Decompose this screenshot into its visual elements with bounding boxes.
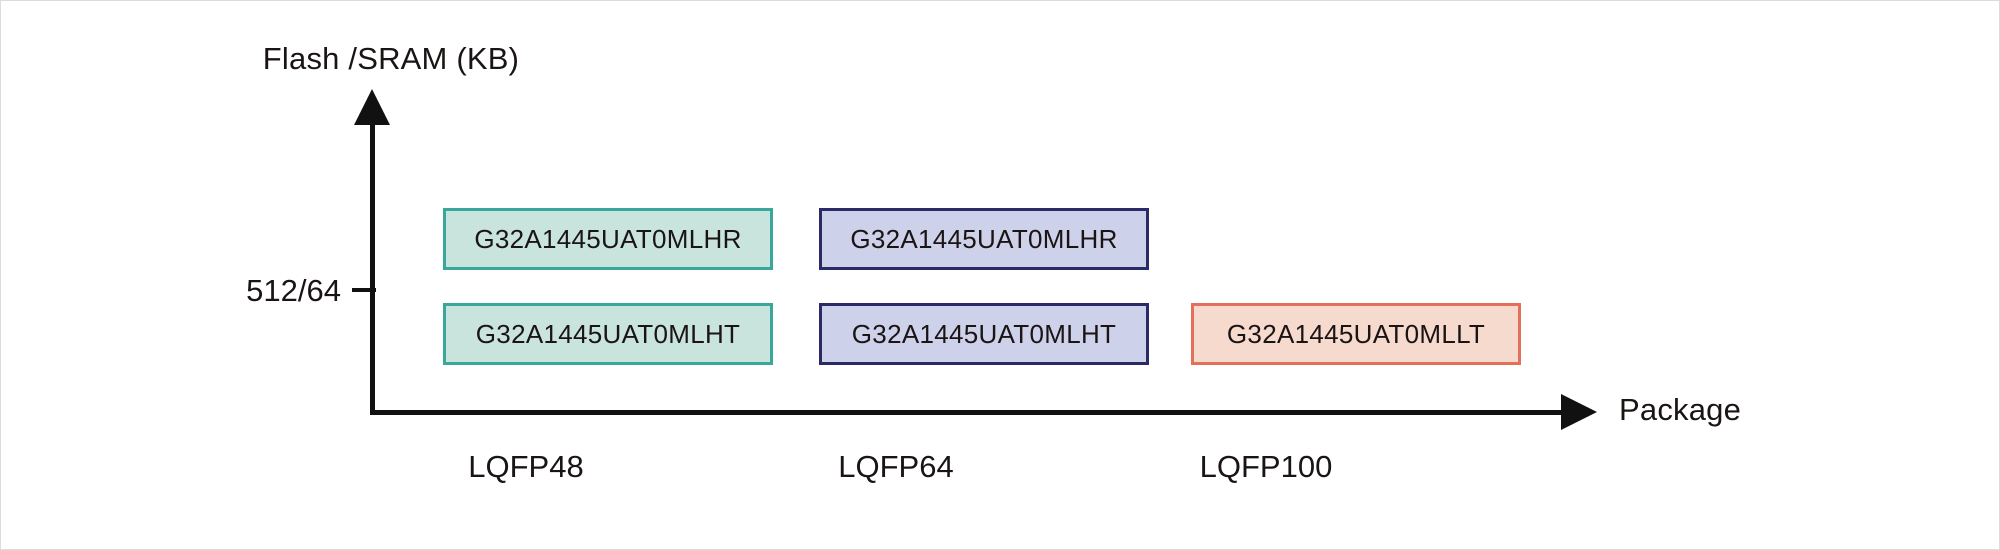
part-label: G32A1445UAT0MLHR [474,223,742,254]
y-axis-tick-label-512-64: 512/64 [246,273,341,308]
category-label-lqfp48: LQFP48 [468,449,584,484]
part-label: G32A1445UAT0MLHT [851,318,1117,349]
part-box-lqfp100-lt[interactable]: G32A1445UAT0MLLT [1191,303,1521,365]
part-box-lqfp48-hr[interactable]: G32A1445UAT0MLHR [443,208,773,270]
x-axis-line [370,410,1570,415]
y-axis-arrowhead-icon [354,89,390,125]
part-box-lqfp64-hr[interactable]: G32A1445UAT0MLHR [819,208,1149,270]
part-label: G32A1445UAT0MLHT [475,318,741,349]
y-axis-label: Flash /SRAM (KB) [262,41,520,76]
category-label-lqfp100: LQFP100 [1199,449,1333,484]
x-axis-arrowhead-icon [1561,394,1597,430]
part-label: G32A1445UAT0MLHR [850,223,1118,254]
y-axis-tick-label-wrap: 512/64 [121,273,341,313]
part-box-lqfp64-ht[interactable]: G32A1445UAT0MLHT [819,303,1149,365]
category-label-lqfp64: LQFP64 [838,449,954,484]
part-label: G32A1445UAT0MLLT [1226,318,1486,349]
y-axis-tick-mark [352,288,376,292]
x-axis-label: Package [1619,392,1742,427]
y-axis-line [370,119,375,414]
part-box-lqfp48-ht[interactable]: G32A1445UAT0MLHT [443,303,773,365]
